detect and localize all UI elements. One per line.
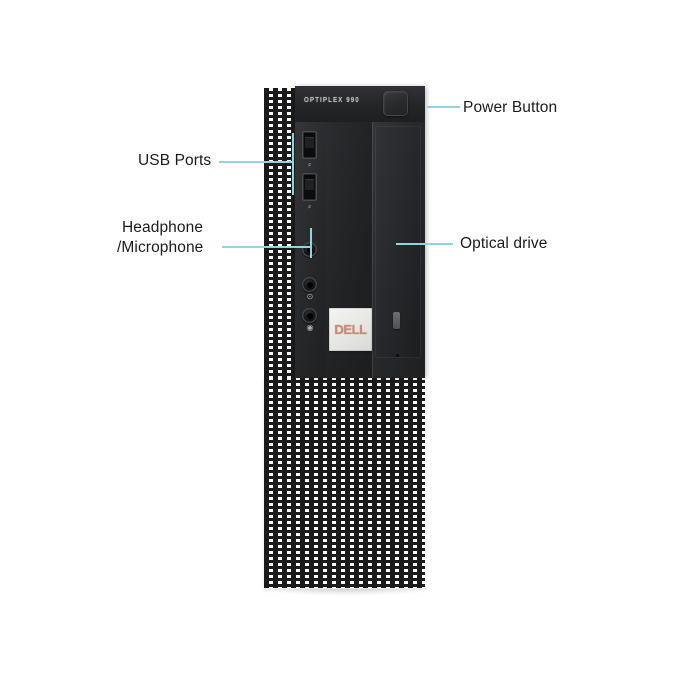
- dell-wordmark: DELL: [334, 322, 367, 337]
- ground-shadow: [268, 589, 423, 596]
- dell-logo-badge: DELL: [329, 308, 372, 351]
- usb-icon: ⸗: [308, 159, 311, 169]
- lower-vent-mesh: [264, 377, 425, 588]
- desktop-computer-chassis: OPTIPLEX 990 ⸗ ⸗ ⊙ ◉: [264, 86, 426, 592]
- usb-icon: ⸗: [308, 201, 311, 211]
- leader-bracket-usb-ports: [292, 133, 294, 195]
- optical-drive-pinhole: [396, 354, 399, 357]
- microphone-icon: ◉: [306, 323, 314, 332]
- leader-line-usb-ports: [219, 161, 293, 163]
- optiplex-model-badge: OPTIPLEX 990: [304, 96, 360, 105]
- headphone-icon: ⊙: [306, 292, 314, 301]
- usb-port-bottom[interactable]: [302, 173, 317, 201]
- leader-line-power-button: [427, 106, 460, 108]
- power-button-control[interactable]: [383, 91, 408, 116]
- usb-port-top[interactable]: [302, 131, 317, 159]
- front-bezel: OPTIPLEX 990 ⸗ ⸗ ⊙ ◉: [295, 86, 425, 378]
- leader-bracket-audio-jacks: [310, 228, 312, 258]
- annotation-label-optical-drive: Optical drive: [460, 235, 548, 252]
- optical-drive-eject-button[interactable]: [393, 312, 400, 329]
- annotation-label-power-button: Power Button: [463, 99, 558, 116]
- audio-jack-headphone[interactable]: [302, 277, 317, 292]
- leader-line-optical-drive: [396, 243, 453, 245]
- bezel-top-strip: OPTIPLEX 990: [295, 86, 425, 123]
- leader-line-headphone-microphone: [222, 246, 311, 248]
- audio-jack-line-out[interactable]: [302, 242, 317, 257]
- audio-jack-microphone[interactable]: [302, 308, 317, 323]
- upper-left-vent-mesh: [264, 88, 296, 377]
- optical-drive-bay[interactable]: [372, 122, 425, 378]
- annotation-label-usb-ports: USB Ports: [138, 152, 212, 169]
- annotation-label-microphone: /Microphone: [117, 239, 204, 256]
- annotation-label-headphone: Headphone: [122, 219, 204, 236]
